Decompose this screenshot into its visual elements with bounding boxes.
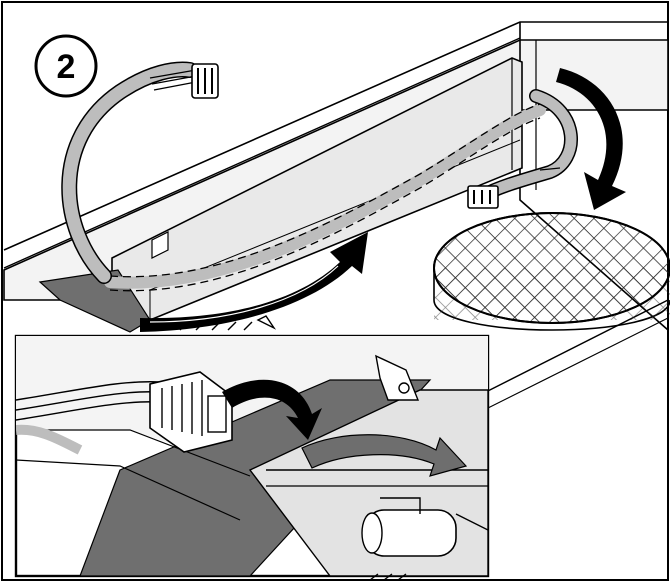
arrow-rotate-right — [556, 68, 626, 210]
arrow-route-cable — [140, 232, 368, 332]
cable-hidden — [104, 104, 546, 289]
wire-connector-icon — [149, 371, 233, 453]
step-number: 2 — [57, 48, 76, 86]
mesh-filter-icon — [433, 212, 670, 331]
circled-number-icon — [34, 34, 98, 98]
arrow-connector-move — [222, 379, 322, 440]
arrow-push-under — [301, 434, 468, 477]
cable-loop-right — [475, 89, 578, 203]
step-badge: 2 — [34, 34, 98, 98]
lamp-holder — [361, 497, 488, 557]
wire-connector-icon — [467, 185, 499, 209]
detail-inset — [14, 334, 490, 578]
hatching-marks — [179, 315, 277, 331]
bottom-hatch — [369, 573, 407, 581]
wire-connector-icon — [191, 63, 219, 99]
cable-loop-left — [61, 61, 198, 284]
plate-tab — [151, 231, 169, 259]
